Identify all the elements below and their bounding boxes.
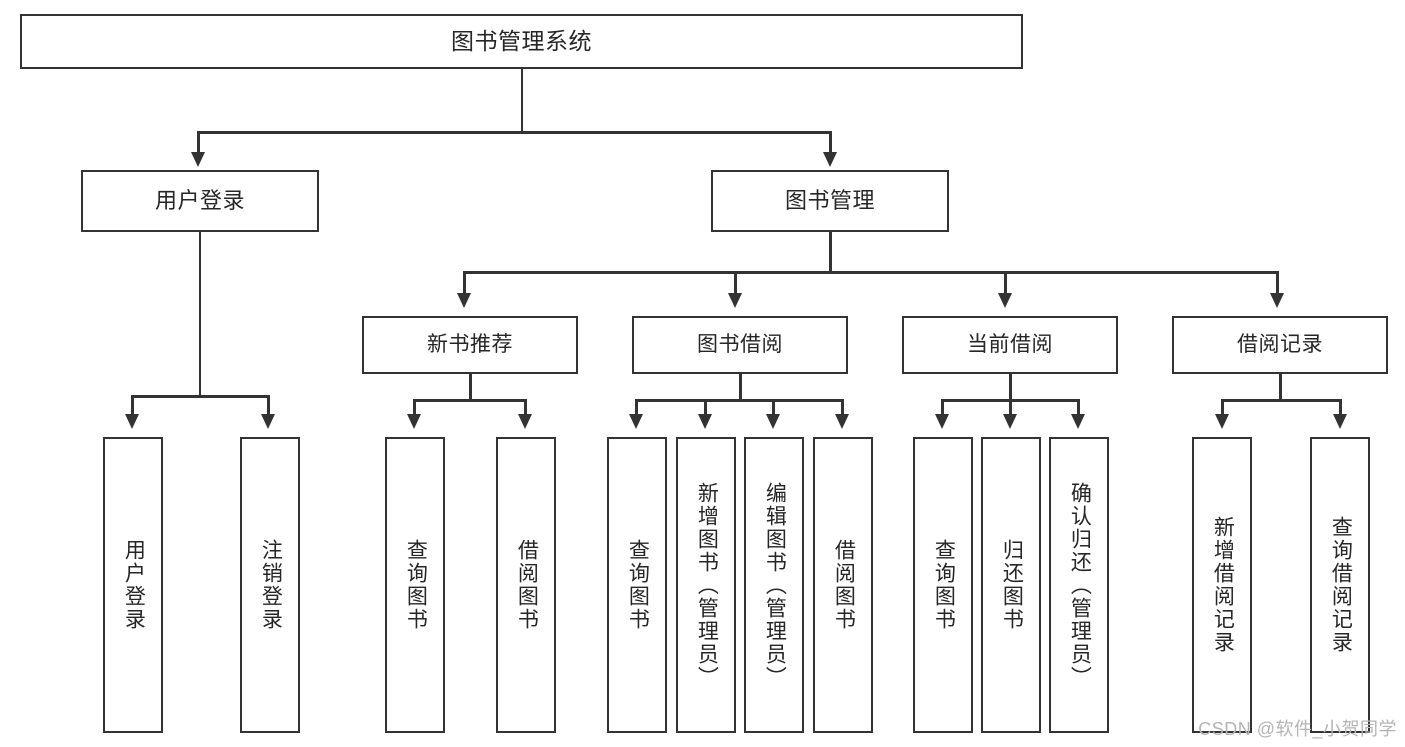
arrowhead-leaf-query-book-3 bbox=[935, 414, 949, 429]
node-label: 借阅记录 bbox=[1237, 332, 1323, 356]
node-label: 查询图书 bbox=[404, 539, 428, 631]
edge-to-leaf-query-book-1 bbox=[413, 399, 416, 417]
edge-borrow-record-bus bbox=[1222, 399, 1341, 402]
edge-to-leaf-query-book-2 bbox=[635, 399, 638, 417]
edge-to-leaf-borrow-book-1 bbox=[524, 399, 527, 417]
node-label: 新增图书（管理员） bbox=[695, 481, 719, 689]
edge-to-leaf-logout-login bbox=[267, 395, 270, 417]
edge-to-leaf-return-book bbox=[1009, 399, 1012, 417]
arrowhead-leaf-add-record bbox=[1215, 414, 1229, 429]
leaf-borrow-book-borrowing[interactable]: 借阅图书 bbox=[813, 437, 873, 733]
edge-level1-bus bbox=[198, 131, 832, 134]
arrowhead-leaf-query-book-1 bbox=[407, 414, 421, 429]
edge-to-leaf-user-login bbox=[131, 395, 134, 417]
edge-to-current-borrow bbox=[1004, 271, 1007, 295]
node-label: 确认归还（管理员） bbox=[1068, 481, 1092, 689]
leaf-return-book[interactable]: 归还图书 bbox=[981, 437, 1041, 733]
node-current-borrowing[interactable]: 当前借阅 bbox=[902, 316, 1118, 374]
edge-to-book-borrow bbox=[734, 271, 737, 295]
node-label: 图书管理系统 bbox=[451, 28, 592, 55]
edge-to-leaf-add-record bbox=[1221, 399, 1224, 417]
node-label: 归还图书 bbox=[1000, 539, 1024, 631]
edge-to-leaf-query-book-3 bbox=[941, 399, 944, 417]
arrowhead-new-book-rec bbox=[457, 293, 471, 308]
node-label: 编辑图书（管理员） bbox=[763, 481, 787, 689]
arrowhead-book-borrow bbox=[728, 293, 742, 308]
arrowhead-leaf-user-login bbox=[125, 414, 139, 429]
edge-to-new-book-rec bbox=[463, 271, 466, 295]
arrowhead-book-manage bbox=[823, 152, 837, 167]
leaf-logout-login[interactable]: 注销登录 bbox=[240, 437, 300, 733]
edge-to-leaf-add-book bbox=[704, 399, 707, 417]
edge-user-login-stem bbox=[198, 232, 201, 396]
edge-current-borrow-stem bbox=[1009, 374, 1012, 400]
leaf-borrow-book-recommendation[interactable]: 借阅图书 bbox=[496, 437, 556, 733]
edge-new-book-rec-bus bbox=[414, 399, 526, 402]
edge-book-borrow-stem bbox=[739, 374, 742, 400]
edge-to-leaf-edit-book bbox=[772, 399, 775, 417]
edge-to-book-manage bbox=[829, 131, 832, 155]
leaf-query-book-recommendation[interactable]: 查询图书 bbox=[385, 437, 445, 733]
edge-borrow-record-stem bbox=[1279, 374, 1282, 400]
node-label: 新书推荐 bbox=[427, 332, 513, 356]
edge-book-manage-stem bbox=[829, 232, 832, 272]
arrowhead-leaf-add-book bbox=[698, 414, 712, 429]
node-label: 图书管理 bbox=[784, 188, 875, 214]
leaf-query-book-current[interactable]: 查询图书 bbox=[913, 437, 973, 733]
arrowhead-user-login bbox=[191, 152, 205, 167]
node-user-login[interactable]: 用户登录 bbox=[81, 170, 319, 232]
edge-to-user-login bbox=[197, 131, 200, 155]
edge-to-leaf-query-record bbox=[1339, 399, 1342, 417]
leaf-add-borrowing-record[interactable]: 新增借阅记录 bbox=[1192, 437, 1252, 733]
edge-level2-bus bbox=[464, 271, 1278, 274]
arrowhead-leaf-query-book-2 bbox=[629, 414, 643, 429]
arrowhead-leaf-edit-book bbox=[766, 414, 780, 429]
arrowhead-leaf-return-book bbox=[1003, 414, 1017, 429]
node-label: 注销登录 bbox=[259, 539, 283, 631]
edge-user-login-bus bbox=[132, 395, 269, 398]
edge-book-borrow-bus bbox=[636, 399, 844, 402]
node-label: 查询图书 bbox=[932, 539, 956, 631]
leaf-confirm-return-admin[interactable]: 确认归还（管理员） bbox=[1049, 437, 1109, 733]
arrowhead-leaf-logout-login bbox=[261, 414, 275, 429]
edge-to-borrow-record bbox=[1276, 271, 1279, 295]
arrowhead-leaf-borrow-book-1 bbox=[518, 414, 532, 429]
node-label: 用户登录 bbox=[122, 539, 146, 631]
edge-to-leaf-borrow-book-2 bbox=[841, 399, 844, 417]
arrowhead-leaf-confirm-return bbox=[1071, 414, 1085, 429]
node-label: 图书借阅 bbox=[697, 332, 783, 356]
edge-root-stem bbox=[520, 69, 523, 132]
arrowhead-leaf-query-record bbox=[1333, 414, 1347, 429]
node-book-management[interactable]: 图书管理 bbox=[711, 170, 949, 232]
node-label: 当前借阅 bbox=[967, 332, 1053, 356]
edge-to-leaf-confirm-return bbox=[1077, 399, 1080, 417]
node-label: 借阅图书 bbox=[832, 539, 856, 631]
node-label: 查询借阅记录 bbox=[1329, 516, 1353, 654]
leaf-add-book-admin[interactable]: 新增图书（管理员） bbox=[676, 437, 736, 733]
leaf-query-borrowing-record[interactable]: 查询借阅记录 bbox=[1310, 437, 1370, 733]
node-label: 借阅图书 bbox=[515, 539, 539, 631]
edge-new-book-rec-stem bbox=[469, 374, 472, 400]
node-label: 用户登录 bbox=[154, 188, 245, 214]
leaf-user-login[interactable]: 用户登录 bbox=[103, 437, 163, 733]
arrowhead-borrow-record bbox=[1270, 293, 1284, 308]
watermark-text: CSDN @软件_小贺同学 bbox=[1198, 719, 1397, 739]
node-book-borrowing[interactable]: 图书借阅 bbox=[632, 316, 848, 374]
node-label: 查询图书 bbox=[626, 539, 650, 631]
node-root-book-management-system[interactable]: 图书管理系统 bbox=[20, 14, 1023, 69]
leaf-edit-book-admin[interactable]: 编辑图书（管理员） bbox=[744, 437, 804, 733]
node-borrowing-record[interactable]: 借阅记录 bbox=[1172, 316, 1388, 374]
arrowhead-leaf-borrow-book-2 bbox=[835, 414, 849, 429]
node-new-book-recommendation[interactable]: 新书推荐 bbox=[362, 316, 578, 374]
arrowhead-current-borrow bbox=[998, 293, 1012, 308]
leaf-query-book-borrowing[interactable]: 查询图书 bbox=[607, 437, 667, 733]
node-label: 新增借阅记录 bbox=[1211, 516, 1235, 654]
